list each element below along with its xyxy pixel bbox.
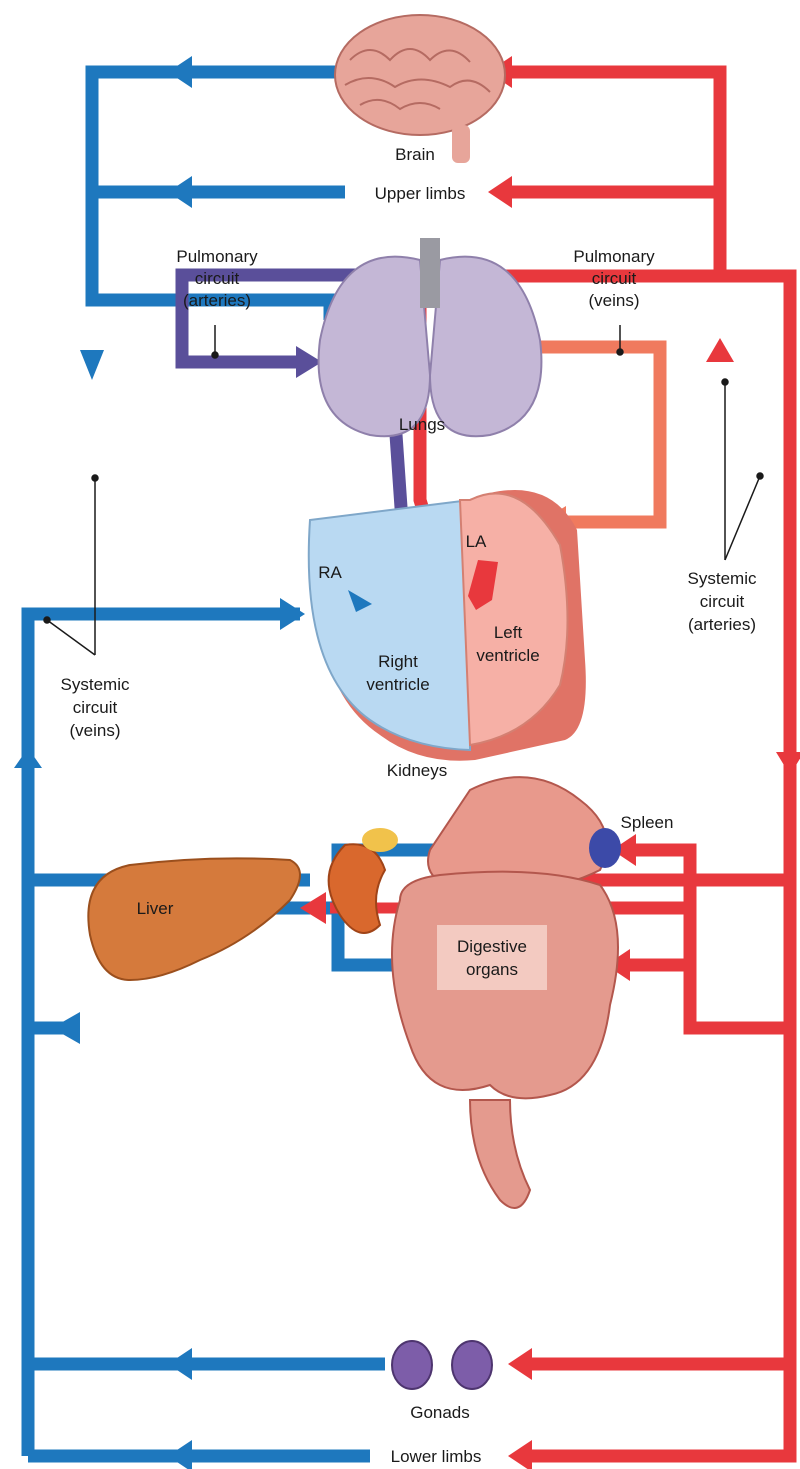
pulmonary-veins-label-line3: (veins) <box>588 291 639 310</box>
pulmonary-arteries-label-line2: circuit <box>195 269 240 288</box>
lungs-label: Lungs <box>399 415 445 434</box>
pulmonary-arteries-label-line3: (arteries) <box>183 291 251 310</box>
digestive-organs-illustration <box>392 777 621 1208</box>
spleen-label: Spleen <box>621 813 674 832</box>
liver-label: Liver <box>137 899 174 918</box>
venous-arrowheads <box>14 56 372 1469</box>
upper-limbs-label: Upper limbs <box>375 184 466 203</box>
brain-illustration <box>335 15 505 163</box>
right-ventricle-label-line1: Right <box>378 652 418 671</box>
kidneys-label: Kidneys <box>387 761 447 780</box>
systemic-arteries-label-line1: Systemic <box>688 569 757 588</box>
lungs-illustration <box>319 238 542 436</box>
systemic-veins-label-line2: circuit <box>73 698 118 717</box>
ra-label: RA <box>318 563 342 582</box>
right-ventricle-label-line2: ventricle <box>366 675 429 694</box>
digestive-label-box <box>437 925 547 990</box>
systemic-arteries-label-line3: (arteries) <box>688 615 756 634</box>
systemic-arteries-label-line2: circuit <box>700 592 745 611</box>
gonads-label: Gonads <box>410 1403 470 1422</box>
pulmonary-veins-label-line1: Pulmonary <box>573 247 655 266</box>
systemic-veins-label-line3: (veins) <box>69 721 120 740</box>
la-label: LA <box>466 532 487 551</box>
pulmonary-veins-label-line2: circuit <box>592 269 637 288</box>
spleen-shape <box>589 828 621 868</box>
left-ventricle-label-line2: ventricle <box>476 646 539 665</box>
systemic-veins-label-line1: Systemic <box>61 675 130 694</box>
digestive-organs-label-line1: Digestive <box>457 937 527 956</box>
gonads-illustration <box>392 1341 492 1389</box>
lower-limbs-label: Lower limbs <box>391 1447 482 1466</box>
heart-illustration <box>309 490 586 761</box>
right-heart-chambers <box>309 500 470 750</box>
brain-label: Brain <box>395 145 435 164</box>
liver-illustration <box>88 858 300 980</box>
left-ventricle-label-line1: Left <box>494 623 523 642</box>
pulmonary-arteries-label-line1: Pulmonary <box>176 247 258 266</box>
digestive-organs-label-line2: organs <box>466 960 518 979</box>
